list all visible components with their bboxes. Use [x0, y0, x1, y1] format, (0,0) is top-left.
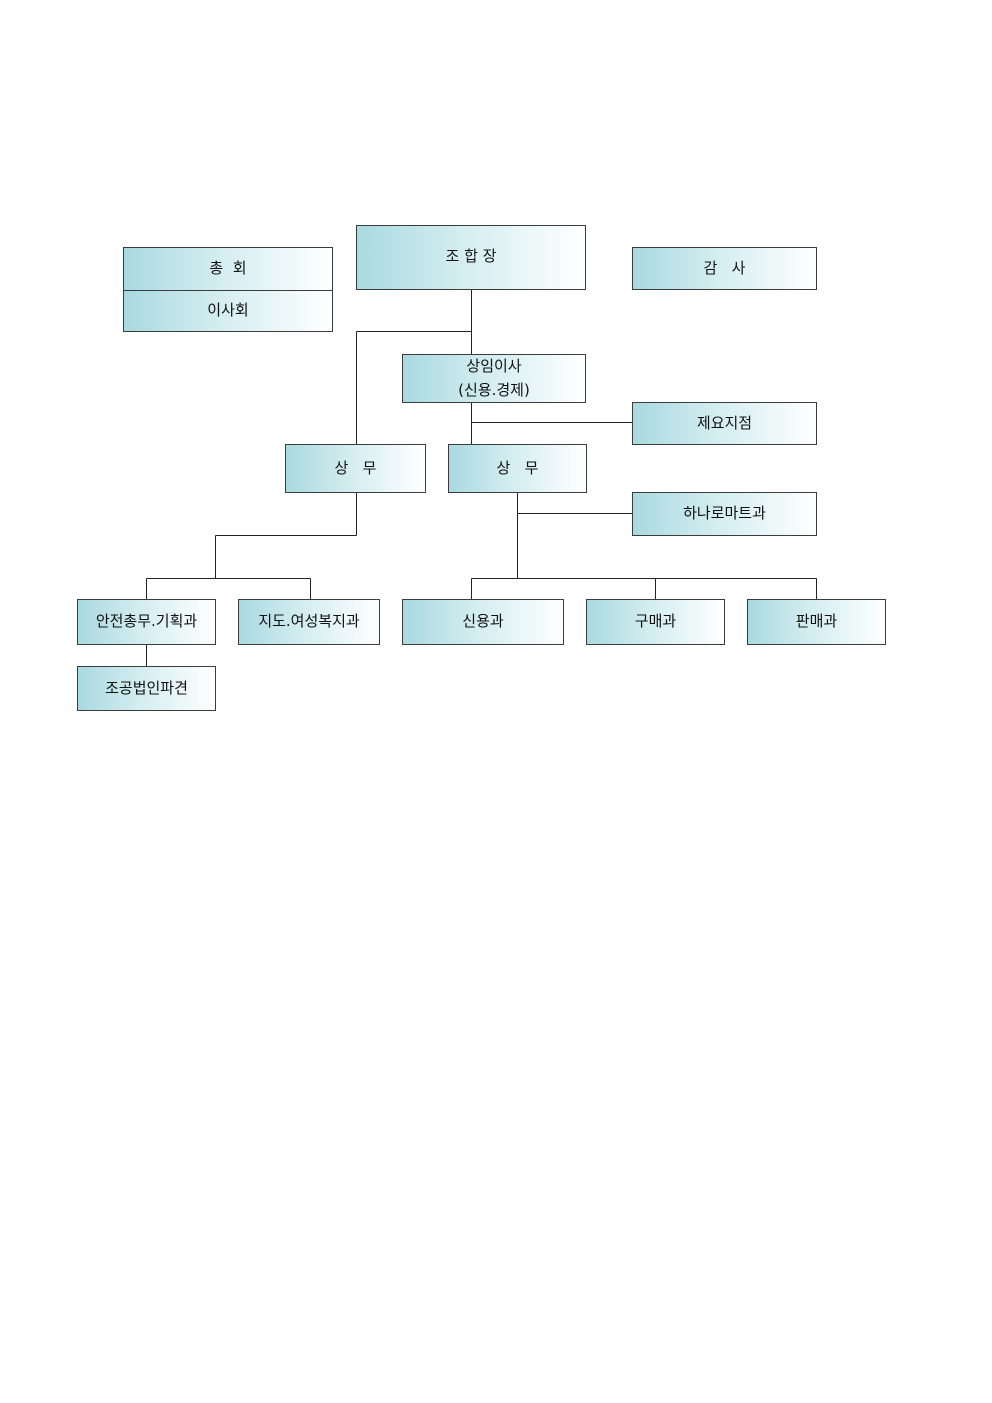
credit-box: 신용과: [402, 599, 564, 645]
sales-label: 판매과: [795, 612, 838, 631]
guidance-welfare-box: 지도.여성복지과: [238, 599, 380, 645]
general-assembly-board-box: 총 회 이사회: [123, 247, 333, 332]
guidance-welfare-label: 지도.여성복지과: [258, 612, 360, 631]
executive-director-box: 상임이사 (신용.경제): [402, 354, 586, 403]
hanaro-mart-box: 하나로마트과: [632, 492, 817, 536]
sales-box: 판매과: [747, 599, 886, 645]
credit-label: 신용과: [462, 612, 504, 631]
chairman-box: 조 합 장: [356, 225, 586, 290]
managing-director-right-label: 상 무: [496, 458, 539, 477]
general-assembly-label: 총 회: [209, 259, 247, 278]
auditor-label: 감 사: [703, 258, 746, 277]
managing-director-right-box: 상 무: [448, 444, 587, 493]
purchase-label: 구매과: [634, 612, 677, 631]
auditor-box: 감 사: [632, 247, 817, 290]
general-assembly-divider: [124, 290, 332, 291]
board-label: 이사회: [207, 301, 249, 320]
safety-planning-box: 안전총무.기획과: [77, 599, 216, 645]
purchase-box: 구매과: [586, 599, 725, 645]
managing-director-left-box: 상 무: [285, 444, 426, 493]
chairman-label: 조 합 장: [445, 247, 497, 265]
branch-label: 제요지점: [696, 413, 753, 432]
dispatch-box: 조공법인파견: [77, 666, 216, 711]
branch-box: 제요지점: [632, 402, 817, 445]
safety-planning-label: 안전총무.기획과: [95, 612, 198, 631]
executive-director-label: 상임이사: [466, 357, 522, 376]
executive-director-sub-label: (신용.경제): [458, 380, 530, 399]
hanaro-mart-label: 하나로마트과: [683, 504, 766, 523]
managing-director-left-label: 상 무: [334, 458, 377, 477]
dispatch-label: 조공법인파견: [105, 678, 188, 697]
